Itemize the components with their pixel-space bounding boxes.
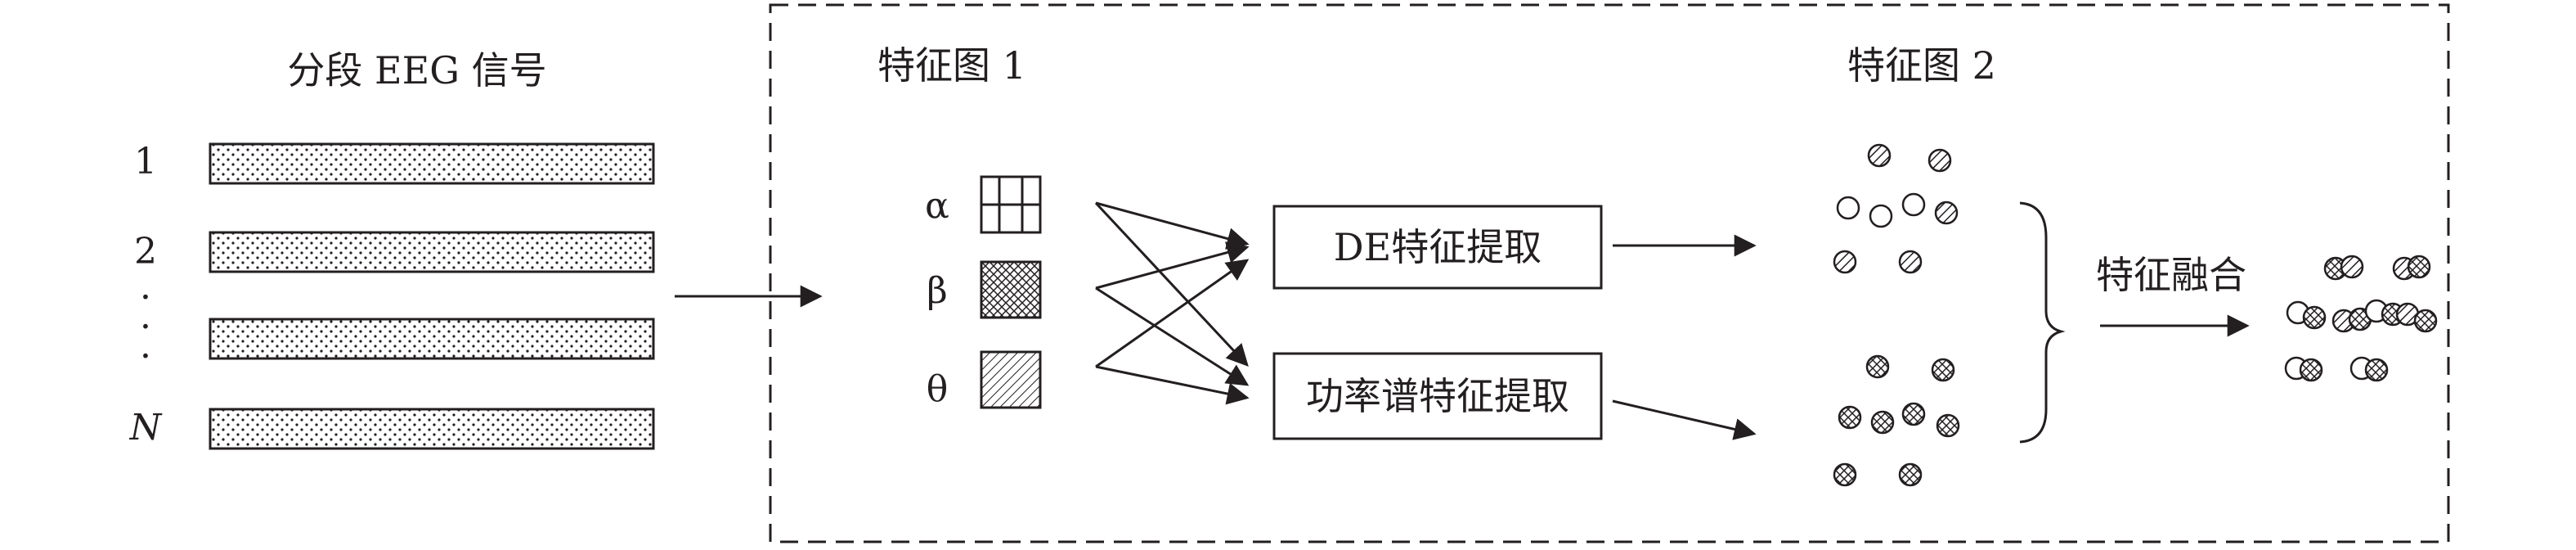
de-feature-box-label: DE特征提取 — [1334, 225, 1542, 269]
fusion-label: 特征融合 — [2096, 253, 2246, 297]
feature-map-2-title: 特征图 2 — [1847, 43, 1996, 88]
ellipsis-dot: · — [140, 277, 151, 318]
segment-bar-1 — [209, 142, 655, 185]
band-beta-grid — [980, 260, 1042, 319]
de-feature-box — [1272, 205, 1603, 290]
band-theta-grid — [980, 350, 1042, 409]
segment-list: 1 2 · · · N — [129, 141, 655, 450]
power-output-arrow — [1612, 399, 1757, 440]
band-list: α β θ — [925, 175, 1042, 410]
fused-feature-points — [2284, 255, 2438, 382]
segment-bar-2 — [209, 231, 655, 273]
segments-title: 分段 EEG 信号 — [287, 48, 546, 92]
power-feature-points — [1833, 354, 1960, 487]
de-feature-points — [1833, 143, 1959, 274]
ellipsis-dot: · — [140, 306, 151, 348]
feature-map-1-title: 特征图 1 — [877, 43, 1026, 88]
segment-bar-3 — [209, 318, 655, 360]
band-theta-label: θ — [927, 368, 949, 410]
band-alpha-label: α — [925, 185, 949, 227]
band-beta-label: β — [927, 270, 947, 312]
segment-label-2: 2 — [134, 231, 157, 273]
segment-bar-n — [209, 408, 655, 450]
segment-label-n: N — [129, 407, 163, 449]
power-feature-box-label: 功率谱特征提取 — [1306, 374, 1569, 418]
segment-label-1: 1 — [134, 141, 157, 183]
ellipsis-dot: · — [140, 336, 151, 377]
band-alpha-grid — [980, 175, 1042, 234]
band-to-extractor-arrows — [1094, 201, 1250, 405]
fusion-brace — [2019, 201, 2066, 444]
power-feature-box — [1272, 352, 1603, 440]
processing-frame — [769, 3, 2450, 543]
